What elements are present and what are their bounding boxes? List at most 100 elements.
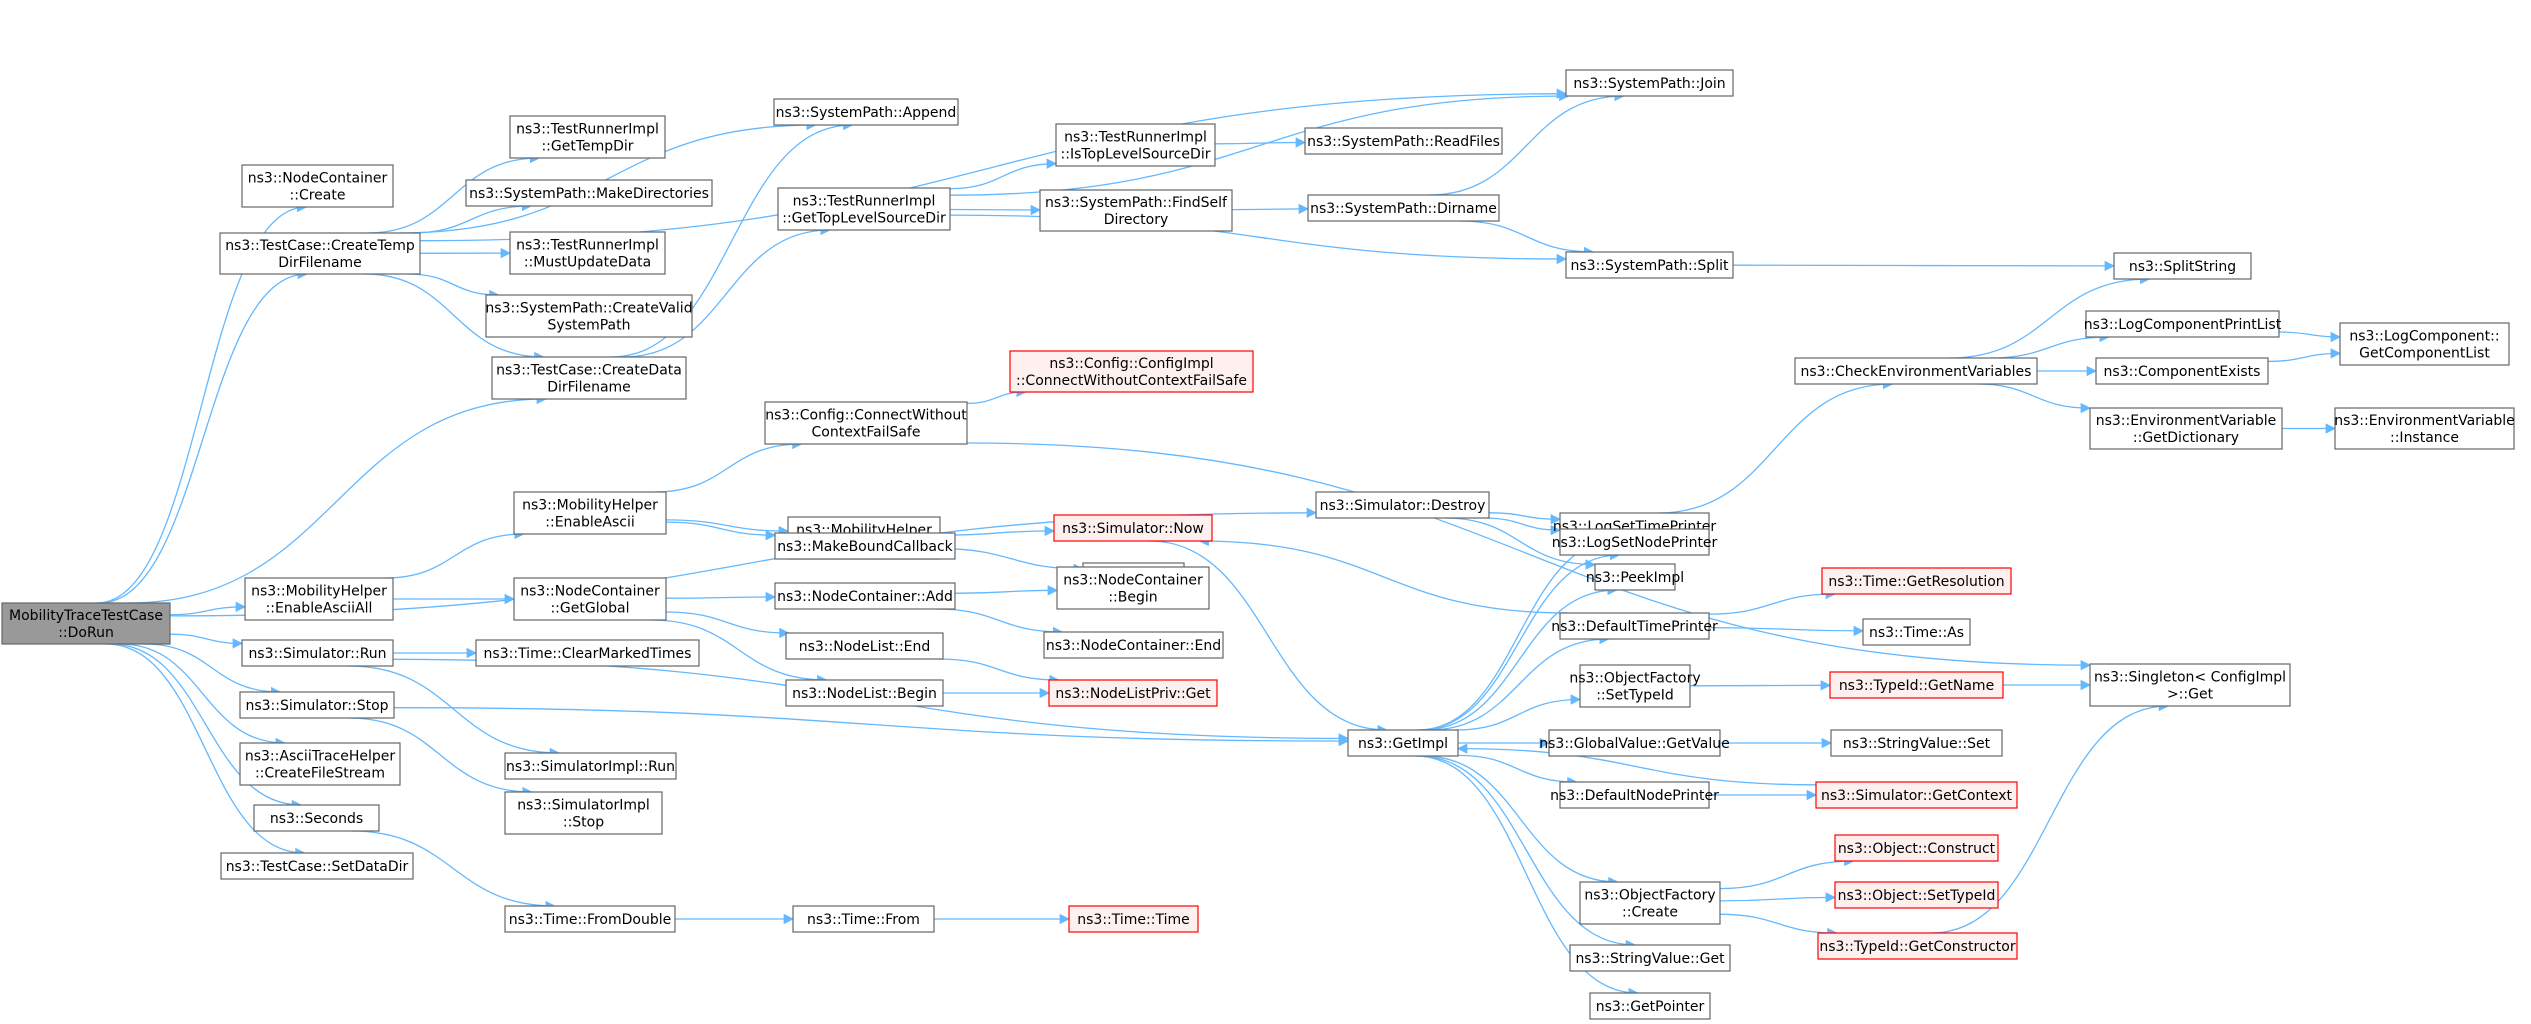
- node-simRun[interactable]: ns3::Simulator::Run: [241, 639, 394, 667]
- node-splitString[interactable]: ns3::SplitString: [2113, 252, 2252, 280]
- node-box: [1548, 729, 1721, 757]
- node-label: ns3::NodeContainer: [1063, 573, 1203, 589]
- node-box: [1565, 251, 1734, 279]
- node-label: ns3::MobilityHelper: [251, 584, 387, 600]
- node-clearMarked[interactable]: ns3::Time::ClearMarkedTimes: [475, 639, 700, 667]
- edge-createtemp-to-createData: [364, 273, 545, 363]
- node-typeIdGetCtor[interactable]: ns3::TypeId::GetConstructor: [1817, 932, 2018, 960]
- node-ofSetTypeId[interactable]: ns3::ObjectFactory::SetTypeId: [1569, 664, 1701, 708]
- node-dirname[interactable]: ns3::SystemPath::Dirname: [1307, 194, 1500, 222]
- node-box: [1565, 69, 1734, 97]
- node-label: ns3::TestRunnerImpl: [1064, 130, 1207, 146]
- node-split[interactable]: ns3::SystemPath::Split: [1565, 251, 1734, 279]
- node-defaultTime[interactable]: ns3::DefaultTimePrinter: [1551, 612, 1718, 640]
- node-compExists[interactable]: ns3::ComponentExists: [2095, 357, 2269, 385]
- node-singletonGet[interactable]: ns3::Singleton< ConfigImpl >::Get: [2089, 663, 2291, 707]
- node-timeFromDouble[interactable]: ns3::Time::FromDouble: [504, 905, 676, 933]
- node-objConstruct[interactable]: ns3::Object::Construct: [1834, 834, 1999, 862]
- node-label: ns3::ObjectFactory: [1569, 671, 1700, 687]
- node-setDataDir[interactable]: ns3::TestCase::SetDataDir: [220, 852, 414, 880]
- node-box: [774, 532, 956, 560]
- node-label: ns3::LogSetNodePrinter: [1552, 535, 1718, 551]
- node-simGetContext[interactable]: ns3::Simulator::GetContext: [1815, 781, 2018, 809]
- node-nlPrivGet[interactable]: ns3::NodeListPriv::Get: [1048, 679, 1218, 707]
- node-typeIdGetName[interactable]: ns3::TypeId::GetName: [1829, 671, 2004, 699]
- node-makeBound[interactable]: ns3::MakeBoundCallback: [774, 532, 956, 560]
- node-label: ns3::Time::GetResolution: [1828, 574, 2004, 590]
- node-simImplRun[interactable]: ns3::SimulatorImpl::Run: [504, 752, 677, 780]
- node-seconds[interactable]: ns3::Seconds: [253, 804, 380, 832]
- node-nc_create[interactable]: ns3::NodeContainer::Create: [241, 164, 394, 208]
- node-label: ns3::AsciiTraceHelper: [245, 749, 396, 765]
- edge-ncGetGlobal-to-nlBegin: [651, 619, 828, 686]
- node-mhEnableAscii[interactable]: ns3::MobilityHelper::EnableAscii: [513, 491, 667, 535]
- node-simNow[interactable]: ns3::Simulator::Now: [1053, 514, 1213, 542]
- node-getImpl[interactable]: ns3::GetImpl: [1347, 729, 1459, 757]
- edge-ofCreate-to-typeIdGetCtor: [1719, 913, 1838, 939]
- node-checkEnv[interactable]: ns3::CheckEnvironmentVariables: [1794, 357, 2038, 385]
- edge-ncAdd-to-ncBegin: [954, 585, 1059, 596]
- node-connectWithout[interactable]: ns3::Config::ConnectWithoutContextFailSa…: [764, 401, 968, 445]
- node-svSet[interactable]: ns3::StringValue::Set: [1830, 729, 2003, 757]
- node-box: [785, 632, 944, 660]
- node-defaultNode[interactable]: ns3::DefaultNodePrinter: [1550, 781, 1719, 809]
- node-logCompPrint[interactable]: ns3::LogComponentPrintList: [2084, 310, 2282, 338]
- node-label: ns3::GetPointer: [1596, 999, 1705, 1015]
- node-ncAdd[interactable]: ns3::NodeContainer::Add: [774, 582, 956, 610]
- edge-nlEnd-to-nlPrivGet: [938, 658, 1060, 686]
- node-nlEnd[interactable]: ns3::NodeList::End: [785, 632, 944, 660]
- node-makeDirs[interactable]: ns3::SystemPath::MakeDirectories: [465, 179, 713, 207]
- node-label: ns3::SystemPath::FindSelf: [1045, 195, 1228, 211]
- node-box: [491, 356, 687, 400]
- node-getCompList[interactable]: ns3::LogComponent::GetComponentList: [2339, 322, 2510, 366]
- node-getTopLevel[interactable]: ns3::TestRunnerImpl::GetTopLevelSourceDi…: [777, 187, 951, 231]
- node-gvGetValue[interactable]: ns3::GlobalValue::GetValue: [1539, 729, 1730, 757]
- node-mhEnableAsciiAll[interactable]: ns3::MobilityHelper::EnableAsciiAll: [244, 577, 394, 621]
- node-getPointer[interactable]: ns3::GetPointer: [1589, 992, 1711, 1020]
- node-box: [1794, 357, 2038, 385]
- edge-mhEnableAsciiAll-to-mhEnableAscii: [385, 528, 525, 579]
- node-ncEnd[interactable]: ns3::NodeContainer::End: [1043, 631, 1224, 659]
- node-timeGetRes[interactable]: ns3::Time::GetResolution: [1821, 567, 2012, 595]
- node-join[interactable]: ns3::SystemPath::Join: [1565, 69, 1734, 97]
- node-box: [504, 791, 663, 835]
- node-append[interactable]: ns3::SystemPath::Append: [773, 98, 959, 126]
- node-logSetNode[interactable]: ns3::LogSetNodePrinter: [1552, 528, 1718, 556]
- node-nlBegin[interactable]: ns3::NodeList::Begin: [785, 679, 944, 707]
- node-ncGetGlobal[interactable]: ns3::NodeContainer::GetGlobal: [513, 577, 667, 621]
- node-asciiTrace[interactable]: ns3::AsciiTraceHelper::CreateFileStream: [239, 742, 401, 786]
- node-objSetTypeId[interactable]: ns3::Object::SetTypeId: [1834, 881, 1999, 909]
- node-box: [774, 582, 956, 610]
- node-svGet[interactable]: ns3::StringValue::Get: [1569, 944, 1731, 972]
- node-peekImpl[interactable]: ns3::PeekImpl: [1586, 563, 1684, 591]
- edge-logCompPrint-to-getCompList: [2278, 331, 2342, 343]
- edge-split-to-splitString: [1732, 260, 2116, 272]
- edge-simNow-to-getImpl: [1149, 540, 1388, 736]
- node-simDestroy[interactable]: ns3::Simulator::Destroy: [1315, 491, 1490, 519]
- node-readFiles[interactable]: ns3::SystemPath::ReadFiles: [1304, 127, 1503, 155]
- node-timeTime[interactable]: ns3::Time::Time: [1068, 905, 1199, 933]
- node-timeFrom[interactable]: ns3::Time::From: [792, 905, 935, 933]
- edge-compExists-to-getCompList: [2267, 348, 2342, 363]
- node-label: ::Create: [290, 188, 346, 204]
- node-simStop[interactable]: ns3::Simulator::Stop: [239, 691, 395, 719]
- node-ncBegin[interactable]: ns3::NodeContainer::Begin: [1056, 566, 1210, 610]
- edge-seconds-to-timeFromDouble: [351, 830, 556, 912]
- node-box: [764, 401, 968, 445]
- node-box: [220, 852, 414, 880]
- node-simImplStop[interactable]: ns3::SimulatorImpl::Stop: [504, 791, 663, 835]
- node-timeAs[interactable]: ns3::Time::As: [1862, 618, 1971, 646]
- node-label: ns3::GlobalValue::GetValue: [1539, 736, 1729, 752]
- node-envGetDict[interactable]: ns3::EnvironmentVariable::GetDictionary: [2089, 407, 2283, 450]
- node-envInstance[interactable]: ns3::EnvironmentVariable::Instance: [2334, 407, 2515, 450]
- node-isTopLevel[interactable]: ns3::TestRunnerImpl::IsTopLevelSourceDir: [1055, 123, 1216, 167]
- node-root[interactable]: MobilityTraceTestCase::DoRun: [1, 602, 171, 645]
- node-configImplConnect[interactable]: ns3::Config::ConfigImpl::ConnectWithoutC…: [1009, 350, 1254, 393]
- node-ofCreate[interactable]: ns3::ObjectFactory::Create: [1579, 881, 1721, 925]
- node-mustUpdate[interactable]: ns3::TestRunnerImpl::MustUpdateData: [509, 231, 666, 275]
- node-getTempDir[interactable]: ns3::TestRunnerImpl::GetTempDir: [509, 115, 666, 159]
